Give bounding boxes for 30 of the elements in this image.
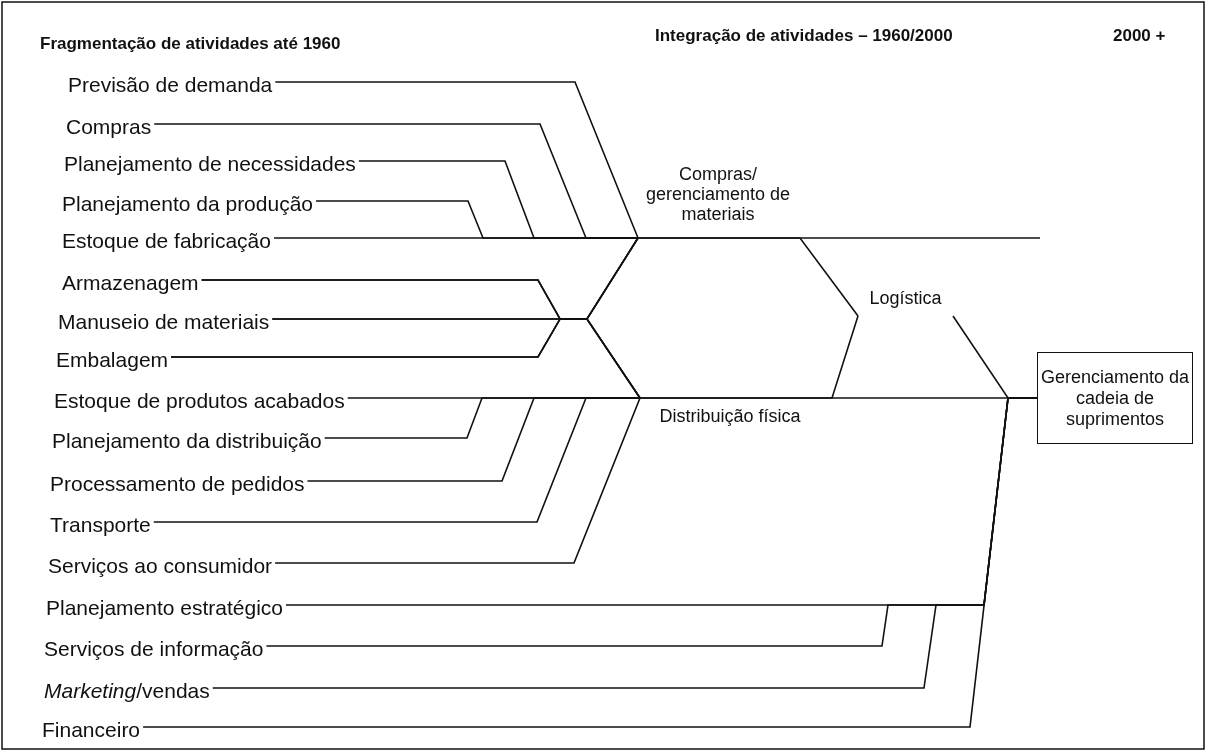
activity-label: Planejamento da distribuição	[52, 429, 398, 453]
group-label: Logística	[858, 282, 953, 316]
connector-line	[273, 237, 639, 239]
activity-label: Financeiro	[42, 718, 398, 742]
activity-label: Processamento de pedidos	[50, 472, 398, 496]
connector-line	[637, 237, 1041, 239]
activity-label: Previsão de demanda	[68, 73, 398, 97]
connector-line	[274, 397, 641, 564]
activity-label: Transporte	[50, 513, 398, 537]
activity-label: Manuseio de materiais	[58, 310, 398, 334]
activity-label: Embalagem	[56, 348, 398, 372]
activity-label: Serviços ao consumidor	[48, 554, 398, 578]
connector-line	[152, 397, 641, 523]
connector-line	[170, 318, 641, 399]
activity-label: Serviços de informação	[44, 637, 398, 661]
activity-label: Marketing/vendas	[44, 679, 398, 703]
group-label: Distribuição física	[640, 398, 820, 456]
final-stage-box: Gerenciamento da cadeia de suprimentos	[1037, 352, 1193, 444]
group-label: Compras/ gerenciamento de materiais	[638, 158, 798, 238]
column-heading: Fragmentação de atividades até 1960	[40, 34, 341, 54]
column-heading: 2000 +	[1113, 26, 1166, 46]
column-heading: Integração de atividades – 1960/2000	[655, 26, 953, 46]
activity-label: Planejamento da produção	[62, 192, 398, 216]
activity-label: Estoque de produtos acabados	[54, 389, 398, 413]
connector-line	[274, 81, 639, 239]
activity-label: Estoque de fabricação	[62, 229, 398, 253]
activity-label: Planejamento estratégico	[46, 596, 398, 620]
activity-label: Armazenagem	[62, 271, 398, 295]
activity-label: Planejamento de necessidades	[64, 152, 398, 176]
activity-label: Compras	[66, 115, 398, 139]
